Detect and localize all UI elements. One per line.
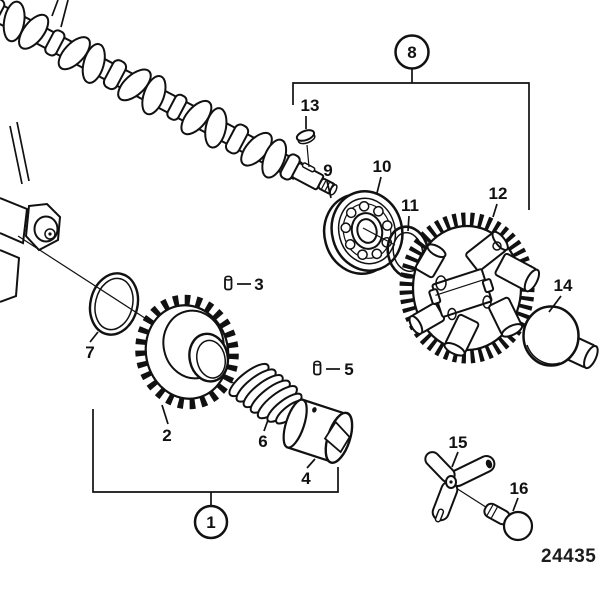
- callout-2-label: 2: [162, 426, 171, 445]
- group-bracket-1: 1: [92, 409, 339, 540]
- callout-8-label: 8: [407, 43, 416, 62]
- callout-circle-1: [193, 504, 229, 540]
- callout-11-label: 11: [401, 196, 419, 215]
- engine-block-fragment: [0, 121, 62, 303]
- drawing-number: 24435: [541, 546, 596, 567]
- leader-11: [407, 215, 410, 232]
- leader-12: [492, 203, 498, 218]
- coil-spring-6: [228, 362, 305, 425]
- leader-10: [376, 176, 382, 194]
- cropped-leader-lines: [51, 0, 69, 28]
- camshaft-gear-12: [399, 212, 541, 364]
- group-bracket-8: 8: [292, 34, 530, 210]
- callout-15-label: 15: [449, 433, 468, 452]
- leader-6: [263, 419, 269, 432]
- ball-bearing-10: [322, 190, 404, 275]
- woodruff-key-13: [295, 116, 316, 168]
- callout-10-label: 10: [373, 157, 392, 176]
- callout-16-label: 16: [510, 479, 529, 498]
- leader-7: [89, 331, 99, 343]
- callout-13-label: 13: [301, 96, 320, 115]
- leader-line-shaft-axis: [17, 235, 152, 323]
- callout-6-label: 6: [258, 432, 267, 451]
- callout-12-label: 12: [489, 184, 508, 203]
- callout-14-label: 14: [554, 276, 573, 295]
- callout-circle-8: [394, 34, 430, 70]
- callout-5-label: 5: [344, 360, 353, 379]
- leader-2: [161, 404, 169, 425]
- callout-1-label: 1: [206, 513, 215, 532]
- sealing-ring-7: [88, 272, 140, 336]
- callout-7-label: 7: [85, 343, 94, 362]
- pin-3: [224, 275, 251, 291]
- leader-15: [451, 451, 459, 468]
- cover-cap-14: [522, 305, 599, 370]
- leader-14: [548, 295, 562, 313]
- idler-gear-2: [135, 294, 239, 410]
- leader-4: [306, 458, 316, 469]
- pin-5: [313, 360, 340, 376]
- leader-16: [512, 497, 519, 512]
- leader-9: [326, 180, 332, 199]
- callout-9-label: 9: [323, 161, 332, 180]
- camshaft-nose-journal: [291, 162, 338, 196]
- callout-3-label: 3: [254, 275, 263, 294]
- bushing-4: [282, 398, 354, 464]
- rocker-fork-15: [424, 451, 496, 523]
- camshaft: [0, 0, 338, 196]
- bolt-16: [483, 502, 534, 542]
- callout-4-label: 4: [301, 469, 311, 488]
